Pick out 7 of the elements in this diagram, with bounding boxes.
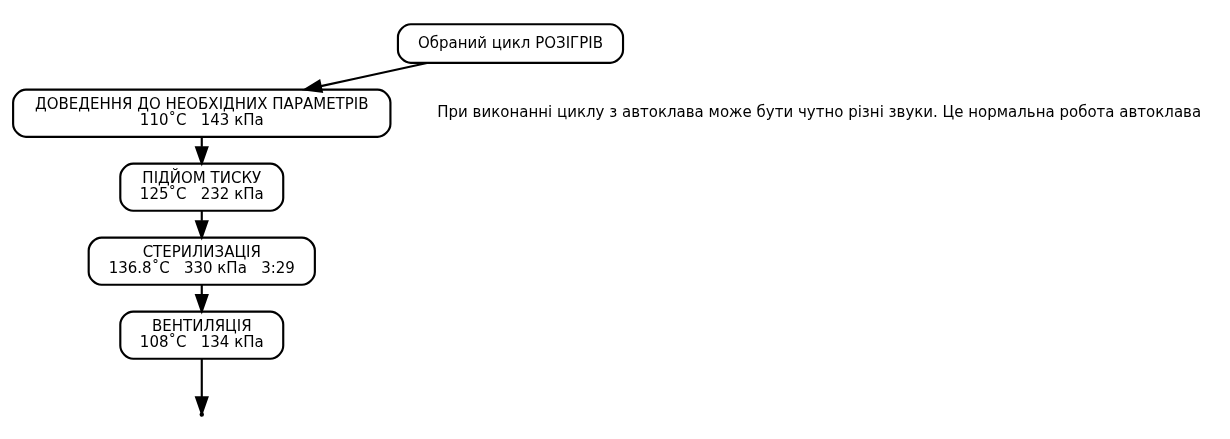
arrow [301, 61, 428, 93]
node-box: ВЕНТИЛЯЦІЯ 108˚C 134 кПа [119, 310, 285, 360]
label: При виконанні циклу з автоклава може бути чутно різні звуки. Це нормальна робота автоклава [437, 102, 1202, 121]
node-box: ДОВЕДЕННЯ ДО НЕОБХІДНИХ ПАРАМЕТРІВ 110˚C 143 кПа [12, 88, 392, 138]
node-box: СТЕРИЛИЗАЦІЯ 136.8˚C 330 кПа 3:29 [87, 236, 316, 286]
node-box: Обраний цикл РОЗІГРІВ [396, 22, 625, 64]
node-box: ПІДЙОМ ТИСКУ 125˚C 232 кПа [119, 162, 285, 212]
